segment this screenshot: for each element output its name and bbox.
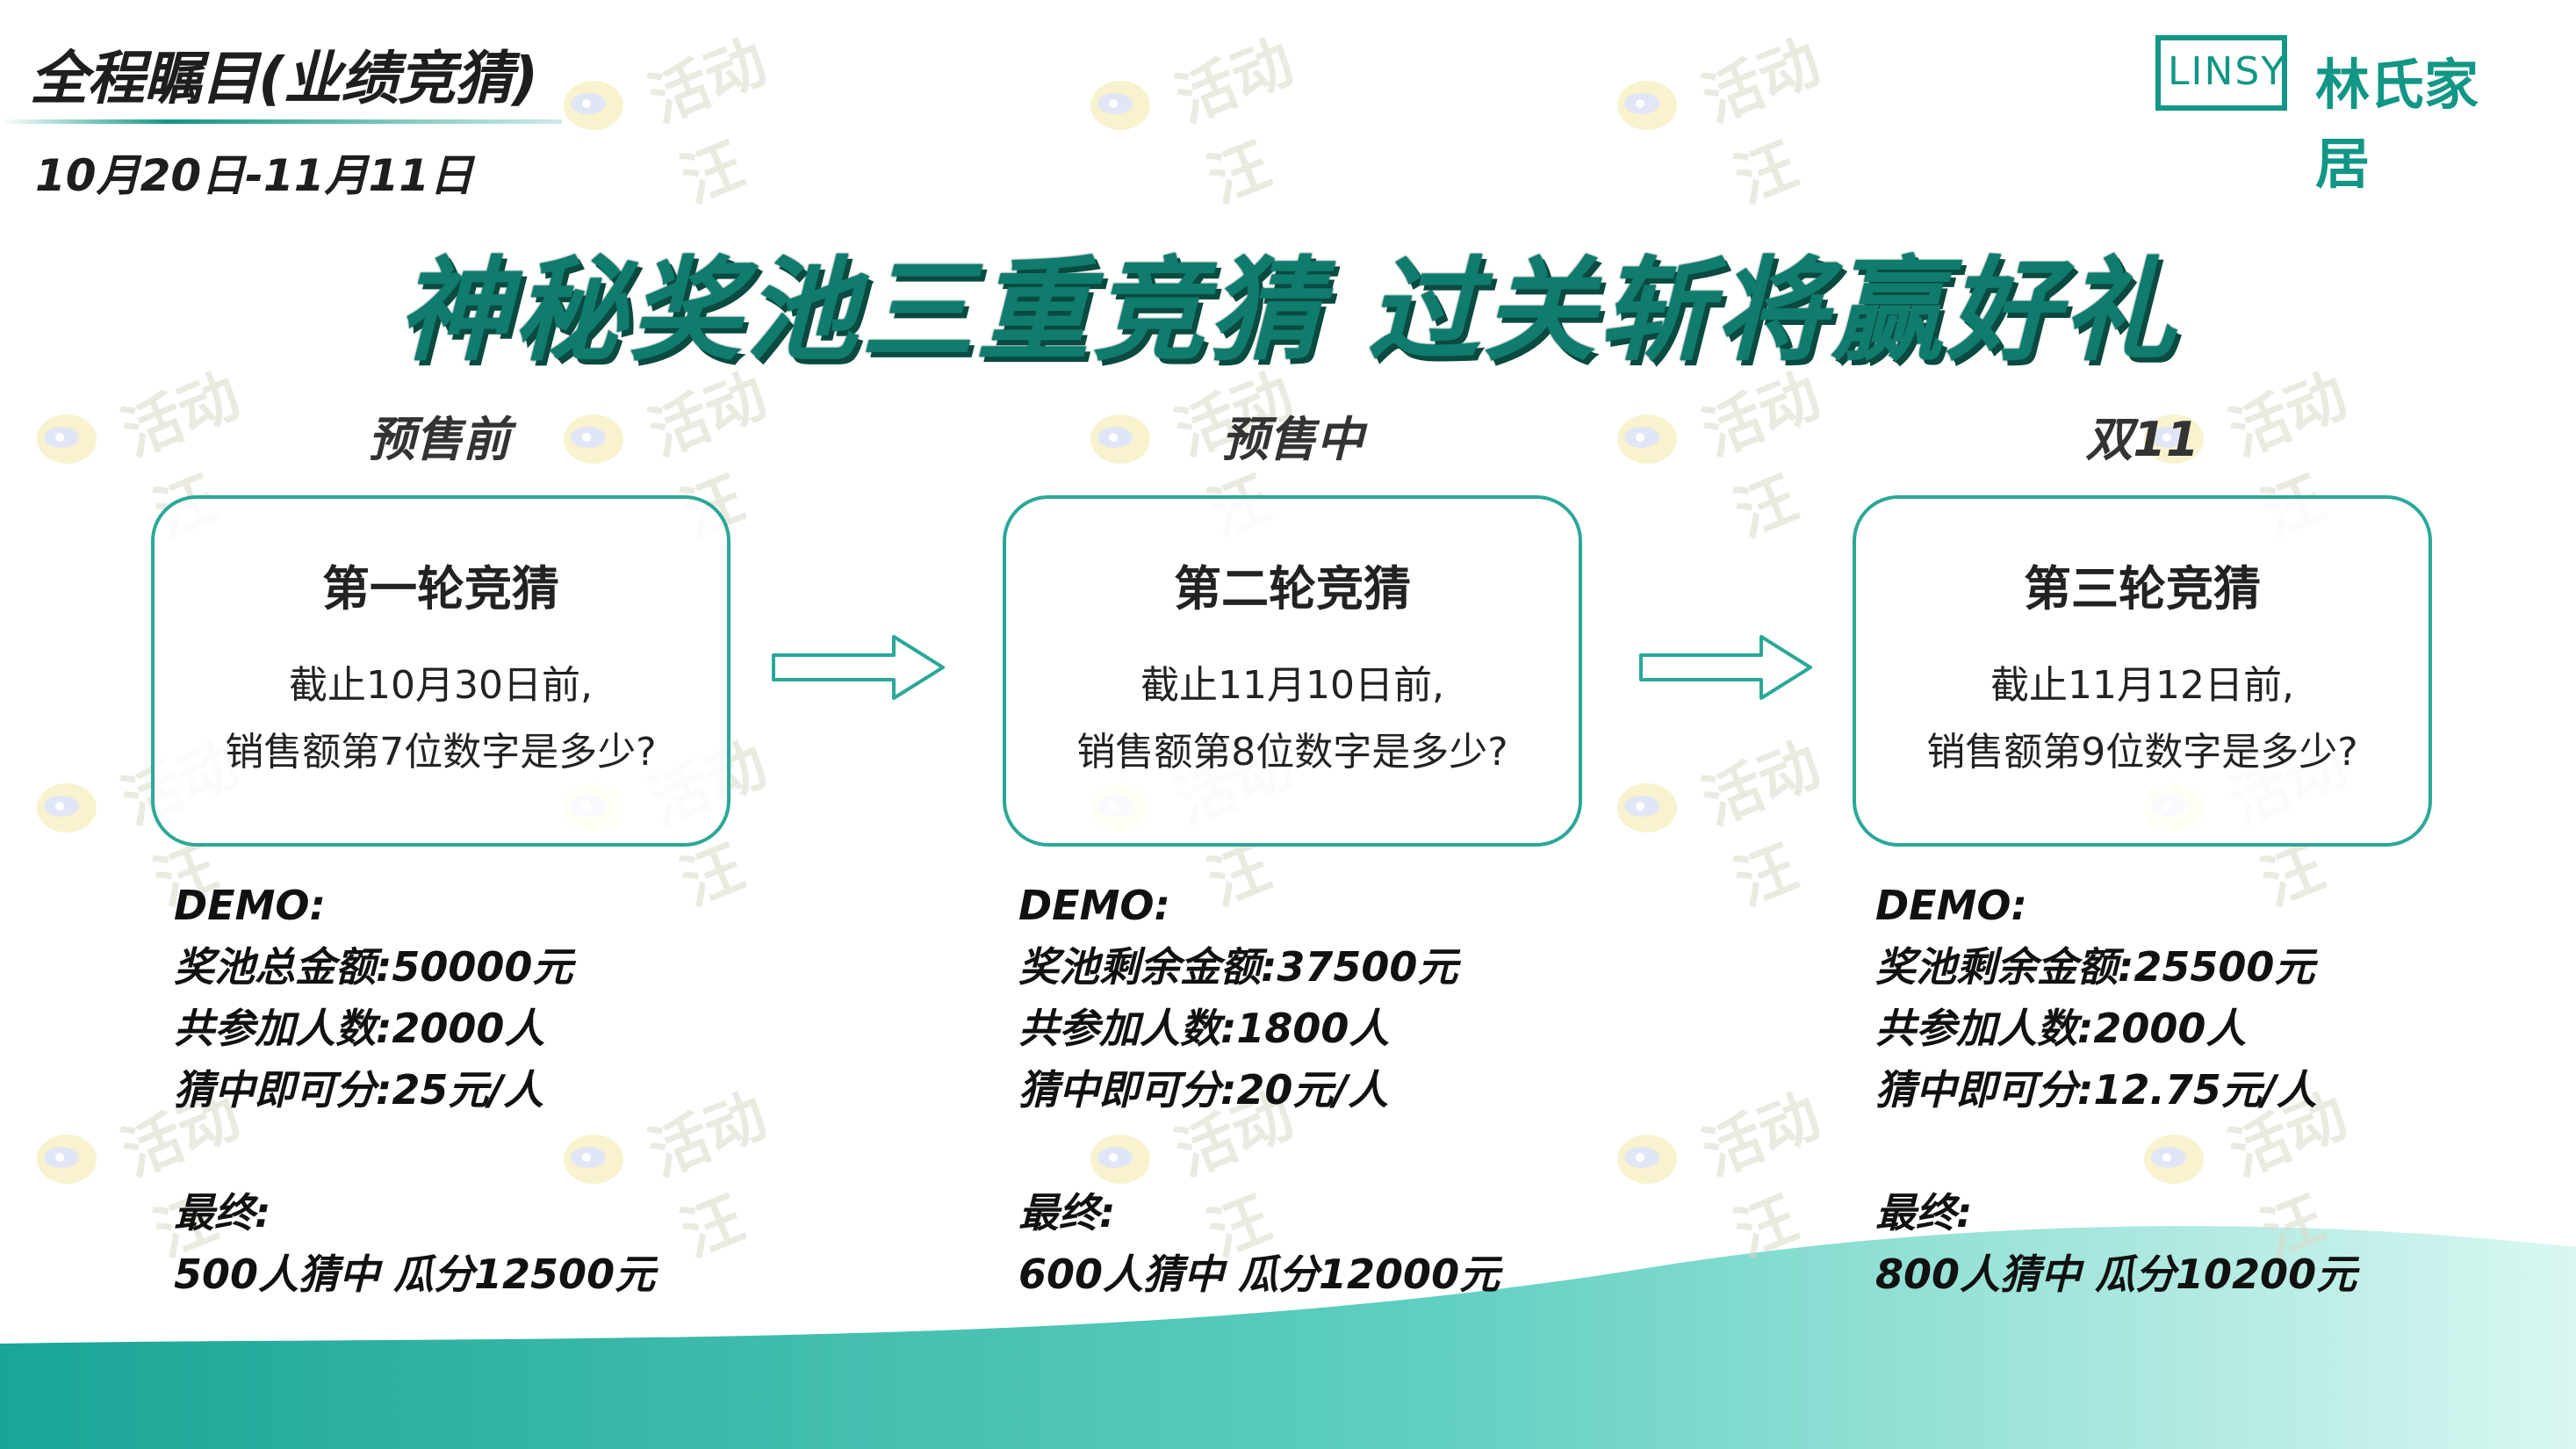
- watermark: 活动汪: [1080, 27, 1303, 217]
- final-label: 最终:: [174, 1189, 271, 1236]
- mascot-icon: [1090, 415, 1150, 464]
- watermark: 活动汪: [553, 27, 776, 217]
- mascot-icon: [1617, 415, 1677, 464]
- logo-latin-text: LINSY: [2168, 49, 2287, 94]
- logo-frame: [2155, 35, 2287, 111]
- share-per-person: 猜中即可分:20元/人: [1018, 1066, 1389, 1114]
- header-title: 全程瞩目(业绩竞猜): [30, 45, 538, 112]
- mascot-icon: [2144, 1135, 2204, 1184]
- demo-block-round-1: DEMO: 奖池总金额:50000元 共参加人数:2000人 猜中即可分:25元…: [174, 875, 655, 1305]
- pool-amount: 奖池剩余金额:37500元: [1018, 943, 1458, 991]
- arrow-right-icon: [772, 635, 945, 700]
- arrow-right-icon: [1639, 635, 1812, 700]
- watermark: 活动汪: [1607, 27, 1830, 217]
- watermark: 活动汪: [1080, 361, 1303, 551]
- watermark: 活动汪: [26, 1081, 249, 1271]
- card-title: 第一轮竞猜: [322, 561, 559, 616]
- mascot-icon: [1090, 1135, 1150, 1184]
- header-underline: [0, 119, 562, 124]
- mascot-icon: [37, 1135, 97, 1184]
- share-per-person: 猜中即可分:25元/人: [174, 1066, 544, 1114]
- watermark: 活动汪: [2133, 361, 2357, 551]
- stage-label-presale-before: 预售前: [368, 412, 510, 467]
- demo-block-round-3: DEMO: 奖池剩余金额:25500元 共参加人数:2000人 猜中即可分:12…: [1875, 875, 2357, 1305]
- main-title: 神秘奖池三重竞猜 过关斩将赢好礼: [397, 246, 2179, 377]
- mascot-icon: [1617, 81, 1677, 130]
- watermark: 活动汪: [26, 361, 249, 551]
- watermark: 活动汪: [1607, 361, 1830, 551]
- watermark: 活动汪: [26, 730, 249, 919]
- participant-count: 共参加人数:2000人: [174, 1005, 545, 1052]
- stage-label-presale-during: 预售中: [1221, 412, 1364, 467]
- demo-label: DEMO:: [174, 882, 326, 929]
- mascot-icon: [1617, 783, 1677, 833]
- mascot-icon: [1090, 81, 1150, 130]
- watermark: 活动汪: [553, 361, 776, 551]
- spacer: [1875, 1121, 2357, 1182]
- pool-amount: 奖池剩余金额:25500元: [1875, 943, 2315, 991]
- header-date-range: 10月20日-11月11日: [35, 150, 474, 201]
- watermark: 活动汪: [1080, 1081, 1303, 1271]
- demo-label: DEMO:: [1018, 882, 1170, 929]
- mascot-icon: [37, 415, 97, 464]
- bottom-wave-decoration: [0, 1226, 2576, 1449]
- card-deadline: 截止11月12日前,: [1990, 663, 2294, 708]
- mascot-icon: [564, 81, 623, 130]
- demo-block-round-2: DEMO: 奖池剩余金额:37500元 共参加人数:1800人 猜中即可分:20…: [1018, 875, 1500, 1305]
- card-deadline: 截止10月30日前,: [289, 663, 593, 708]
- card-question: 销售额第8位数字是多少?: [1076, 730, 1508, 775]
- final-result: 500人猜中 瓜分12500元: [174, 1251, 656, 1298]
- demo-label: DEMO:: [1875, 882, 2027, 929]
- card-title: 第二轮竞猜: [1174, 561, 1411, 616]
- mascot-icon: [564, 415, 623, 464]
- card-deadline: 截止11月10日前,: [1140, 663, 1444, 708]
- logo-brand-name: 林氏家居: [2315, 53, 2479, 196]
- guess-card-round-3: 第三轮竞猜 截止11月12日前, 销售额第9位数字是多少?: [1853, 495, 2432, 847]
- participant-count: 共参加人数:1800人: [1018, 1005, 1390, 1052]
- mascot-icon: [564, 1135, 623, 1184]
- watermark: 活动汪: [1607, 730, 1830, 919]
- watermark: 活动汪: [553, 1081, 776, 1271]
- final-label: 最终:: [1875, 1189, 1973, 1236]
- guess-card-round-2: 第二轮竞猜 截止11月10日前, 销售额第8位数字是多少?: [1003, 495, 1582, 847]
- final-result: 600人猜中 瓜分12000元: [1018, 1251, 1500, 1298]
- final-result: 800人猜中 瓜分10200元: [1875, 1251, 2357, 1298]
- card-title: 第三轮竞猜: [2024, 561, 2261, 616]
- pool-amount: 奖池总金额:50000元: [174, 943, 573, 991]
- watermark: 活动汪: [1607, 1081, 1830, 1271]
- watermark: 活动汪: [2133, 1081, 2357, 1271]
- stage-label-double-11: 双11: [2085, 412, 2199, 467]
- mascot-icon: [1617, 1135, 1677, 1184]
- mascot-icon: [2144, 415, 2204, 464]
- card-question: 销售额第7位数字是多少?: [225, 730, 657, 775]
- spacer: [174, 1121, 655, 1182]
- card-question: 销售额第9位数字是多少?: [1926, 730, 2358, 775]
- brand-logo: LINSY 林氏家居: [2155, 35, 2524, 196]
- participant-count: 共参加人数:2000人: [1875, 1005, 2247, 1052]
- guess-card-round-1: 第一轮竞猜 截止10月30日前, 销售额第7位数字是多少?: [151, 495, 730, 847]
- mascot-icon: [37, 783, 97, 833]
- final-label: 最终:: [1018, 1189, 1116, 1236]
- spacer: [1018, 1121, 1500, 1182]
- share-per-person: 猜中即可分:12.75元/人: [1875, 1066, 2317, 1114]
